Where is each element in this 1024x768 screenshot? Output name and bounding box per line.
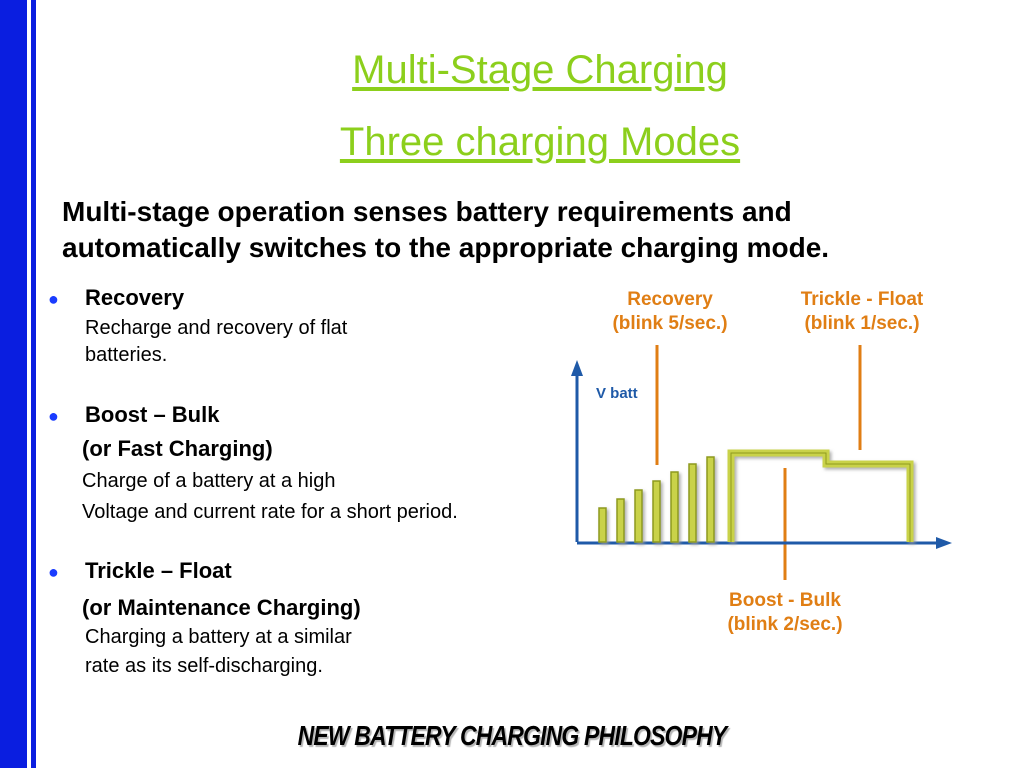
pulse-bar <box>688 463 697 543</box>
mode-boost-line-2: Voltage and current rate for a short per… <box>82 501 458 523</box>
pulse-bar <box>706 456 715 543</box>
boost-rate-label: (blink 2/sec.) <box>727 614 842 635</box>
intro-line-1: Multi-stage operation senses battery req… <box>62 196 792 227</box>
title-line-1: Multi-Stage Charging <box>352 48 728 92</box>
pulse-bar <box>616 498 625 543</box>
bullet-icon: ● <box>48 289 59 309</box>
recovery-pulses <box>598 456 715 543</box>
recovery-rate-label: (blink 5/sec.) <box>612 313 727 334</box>
x-axis-arrow <box>936 537 952 549</box>
bullet-icon: ● <box>48 406 59 426</box>
mode-trickle-subheading: (or Maintenance Charging) <box>82 595 361 620</box>
footer-caption: NEW BATTERY CHARGING PHILOSOPHY <box>297 720 728 751</box>
pulse-bar <box>670 471 679 543</box>
mode-boost-subheading: (or Fast Charging) <box>82 436 273 461</box>
recovery-label: Recovery <box>627 289 713 310</box>
boost-trickle-waveform <box>727 449 914 542</box>
mode-trickle-line-1: Charging a battery at a similar <box>85 626 352 648</box>
mode-boost-heading: Boost – Bulk <box>85 402 220 427</box>
sidebar-stripe <box>0 0 27 768</box>
mode-trickle-heading: Trickle – Float <box>85 558 232 583</box>
trickle-rate-label: (blink 1/sec.) <box>804 313 919 334</box>
bullet-icon: ● <box>48 562 59 582</box>
mode-boost-line-1: Charge of a battery at a high <box>82 470 336 492</box>
mode-recovery-line-1: Recharge and recovery of flat <box>85 317 348 339</box>
boost-label: Boost - Bulk <box>729 590 841 611</box>
v-batt-axis-label: V batt <box>596 385 638 402</box>
mode-recovery-heading: Recovery <box>85 285 185 310</box>
charging-mode-diagram: Recovery (blink 5/sec.) Trickle - Float … <box>571 289 952 635</box>
sidebar-stripe-thin <box>31 0 36 768</box>
pulse-bar <box>634 489 643 543</box>
pulse-bar <box>598 507 607 543</box>
intro-line-2: automatically switches to the appropriat… <box>62 232 830 263</box>
trickle-label: Trickle - Float <box>801 289 924 310</box>
y-axis-arrow <box>571 360 583 376</box>
mode-trickle-line-2: rate as its self-discharging. <box>85 655 323 677</box>
intro-text: Multi-stage operation senses battery req… <box>62 194 1012 266</box>
pulse-bar <box>652 480 661 543</box>
waveform-outline <box>730 452 911 542</box>
mode-recovery-line-2: batteries. <box>85 344 168 366</box>
title-line-2: Three charging Modes <box>339 120 741 164</box>
